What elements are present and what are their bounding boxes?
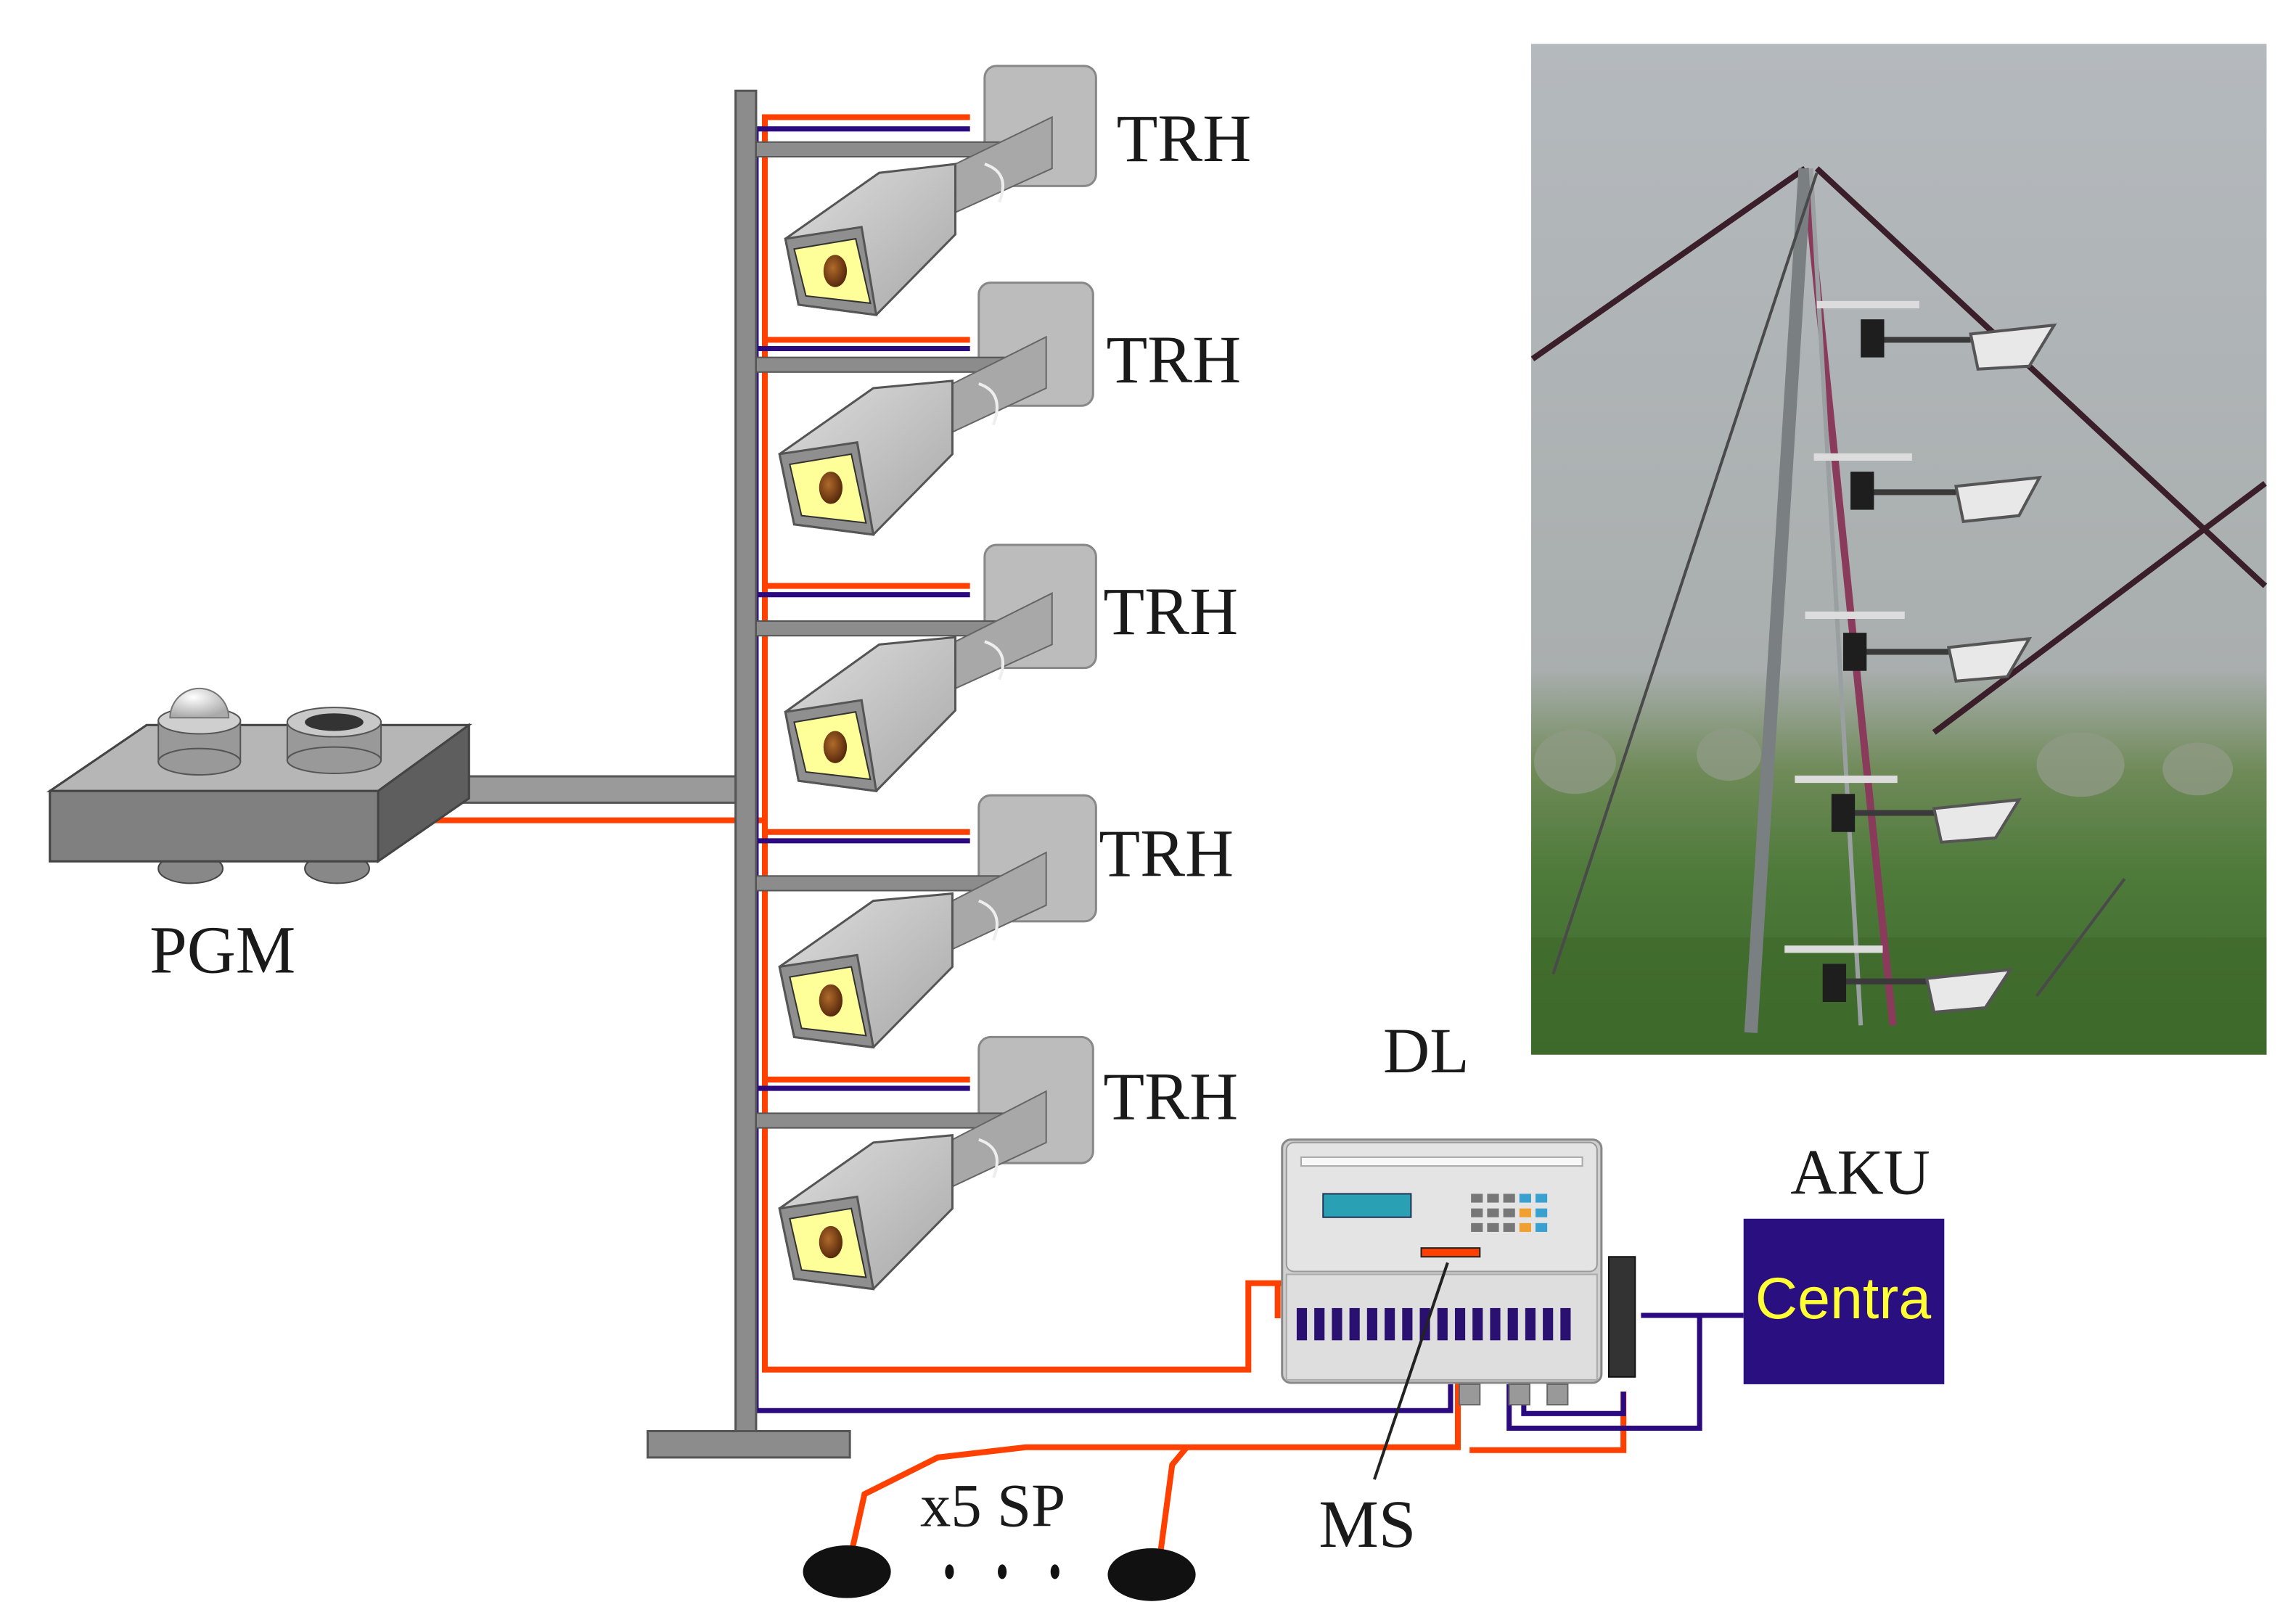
- label-trh-3: TRH: [1103, 575, 1238, 649]
- label-pgm: PGM: [149, 913, 295, 988]
- label-dl: DL: [1383, 1016, 1469, 1087]
- datalogger: [1281, 1138, 1636, 1406]
- trh-sensor-4: [755, 794, 1097, 1049]
- terminal-strip: [1296, 1307, 1571, 1341]
- mast: [647, 89, 851, 1459]
- label-centra: Centra: [1755, 1266, 1931, 1331]
- aku-battery-box: [1743, 1218, 1945, 1384]
- pgm-sensor: [46, 687, 737, 884]
- label-trh-5: TRH: [1103, 1059, 1238, 1134]
- trh-sensor-1: [755, 65, 1097, 316]
- field-mast-photo: [1530, 44, 2268, 1055]
- keypad: [1471, 1193, 1548, 1232]
- label-sp: x5 SP: [920, 1472, 1065, 1540]
- label-aku: AKU: [1790, 1137, 1930, 1208]
- trh-sensor-2: [755, 282, 1094, 536]
- trh-sensor-3: [755, 543, 1097, 793]
- label-trh-2: TRH: [1106, 323, 1241, 398]
- label-trh-4: TRH: [1099, 816, 1234, 891]
- trh-sensor-5: [755, 1035, 1094, 1291]
- ms-pointer: [1373, 1262, 1449, 1480]
- photo-sensor-arms: [1784, 300, 2057, 1014]
- label-ms: MS: [1319, 1487, 1416, 1562]
- soil-probes: [803, 1545, 1196, 1601]
- label-trh-1: TRH: [1117, 102, 1252, 176]
